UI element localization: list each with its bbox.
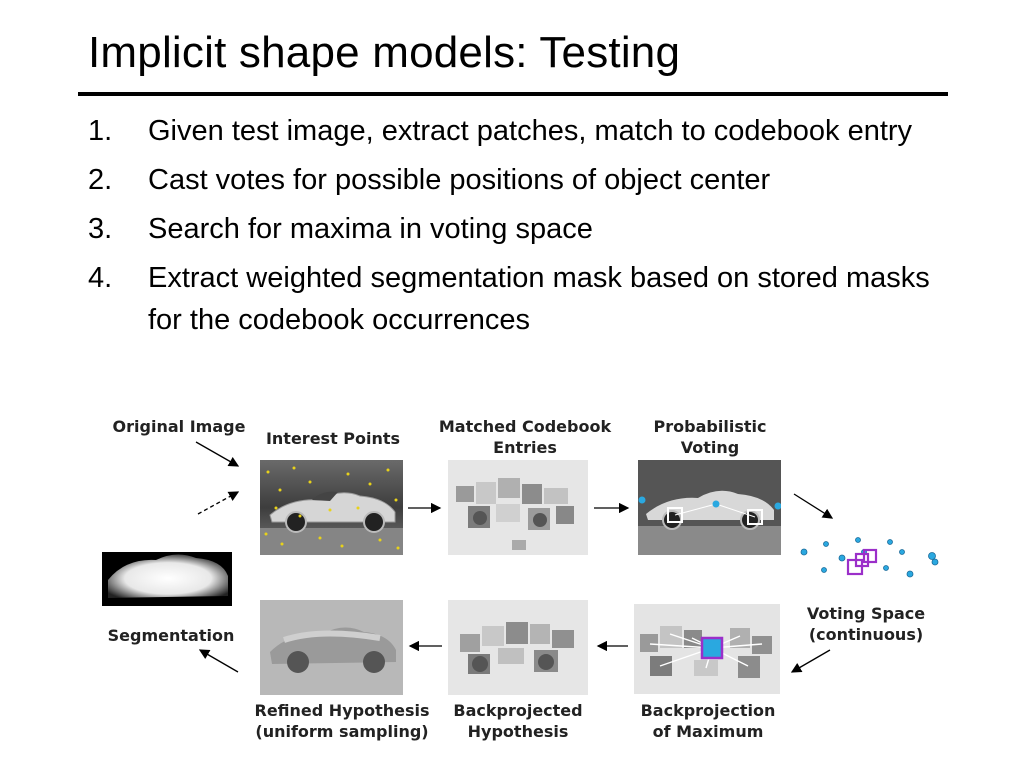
caption-probabilistic-voting: Probabilistic Voting — [630, 416, 790, 458]
car-photo-icon — [260, 460, 403, 555]
title-underline — [78, 92, 948, 96]
caption-line: Hypothesis — [467, 722, 569, 741]
step-number: 1. — [88, 115, 113, 147]
segmentation-mask-icon — [102, 552, 232, 606]
arrow-icon — [793, 493, 834, 519]
caption-line: Voting — [680, 438, 740, 457]
backprojection-maximum-image — [634, 604, 780, 694]
caption-original-image: Original Image — [112, 417, 246, 436]
interest-points-image — [260, 460, 403, 555]
vote-points-icon — [638, 460, 781, 555]
caption-line: (uniform sampling) — [255, 722, 429, 741]
caption-voting-space: Voting Space (continuous) — [796, 603, 936, 645]
refined-hypothesis-image — [260, 600, 403, 695]
caption-line: Matched Codebook — [438, 417, 612, 436]
step-text: Given test image, extract patches, match… — [148, 115, 913, 147]
step-item: 2. Cast votes for possible positions of … — [88, 159, 968, 201]
codebook-patches-icon — [456, 478, 574, 550]
step-number: 3. — [88, 213, 113, 245]
arrow-icon — [198, 649, 239, 673]
caption-backprojected-hypothesis: Backprojected Hypothesis — [440, 700, 596, 742]
step-text: Search for maxima in voting space — [148, 213, 593, 245]
step-item: 4. Extract weighted segmentation mask ba… — [88, 257, 968, 341]
step-number: 4. — [88, 262, 113, 294]
voting-space-plot — [790, 528, 950, 588]
caption-line: Refined Hypothesis — [254, 701, 430, 720]
backprojected-hypothesis-image — [448, 600, 588, 695]
caption-refined-hypothesis: Refined Hypothesis (uniform sampling) — [244, 700, 440, 742]
arrow-icon — [197, 491, 240, 515]
caption-backprojection-maximum: Backprojection of Maximum — [628, 700, 788, 742]
slide-title: Implicit shape models: Testing — [88, 28, 681, 77]
step-item: 1. Given test image, extract patches, ma… — [88, 110, 968, 152]
step-number: 2. — [88, 164, 113, 196]
caption-line: Backprojected — [453, 701, 583, 720]
segmentation-image — [96, 530, 238, 618]
caption-interest-points: Interest Points — [265, 429, 401, 448]
arrow-icon — [195, 441, 240, 467]
maximum-box-icon — [800, 537, 939, 578]
step-text: Extract weighted segmentation mask based… — [148, 262, 930, 336]
caption-line: Backprojection — [640, 701, 776, 720]
ism-pipeline-figure: Original Image Interest Points Matched C… — [0, 400, 1024, 768]
flow-arrows — [195, 441, 834, 673]
caption-line: Probabilistic — [653, 417, 767, 436]
car-photo-icon — [260, 600, 403, 695]
caption-line: of Maximum — [652, 722, 764, 741]
codebook-patches-icon — [460, 622, 574, 674]
steps-list: 1. Given test image, extract patches, ma… — [88, 110, 968, 348]
caption-line: Voting Space — [806, 604, 926, 623]
arrow-icon — [790, 649, 831, 673]
caption-matched-codebook: Matched Codebook Entries — [430, 416, 620, 458]
step-item: 3. Search for maxima in voting space — [88, 208, 968, 250]
caption-line: Entries — [493, 438, 557, 457]
caption-line: (continuous) — [808, 625, 924, 644]
matched-codebook-image — [448, 460, 588, 555]
caption-segmentation: Segmentation — [107, 626, 235, 645]
probabilistic-voting-image — [638, 460, 781, 555]
maximum-box-icon — [640, 626, 772, 678]
step-text: Cast votes for possible positions of obj… — [148, 164, 771, 196]
